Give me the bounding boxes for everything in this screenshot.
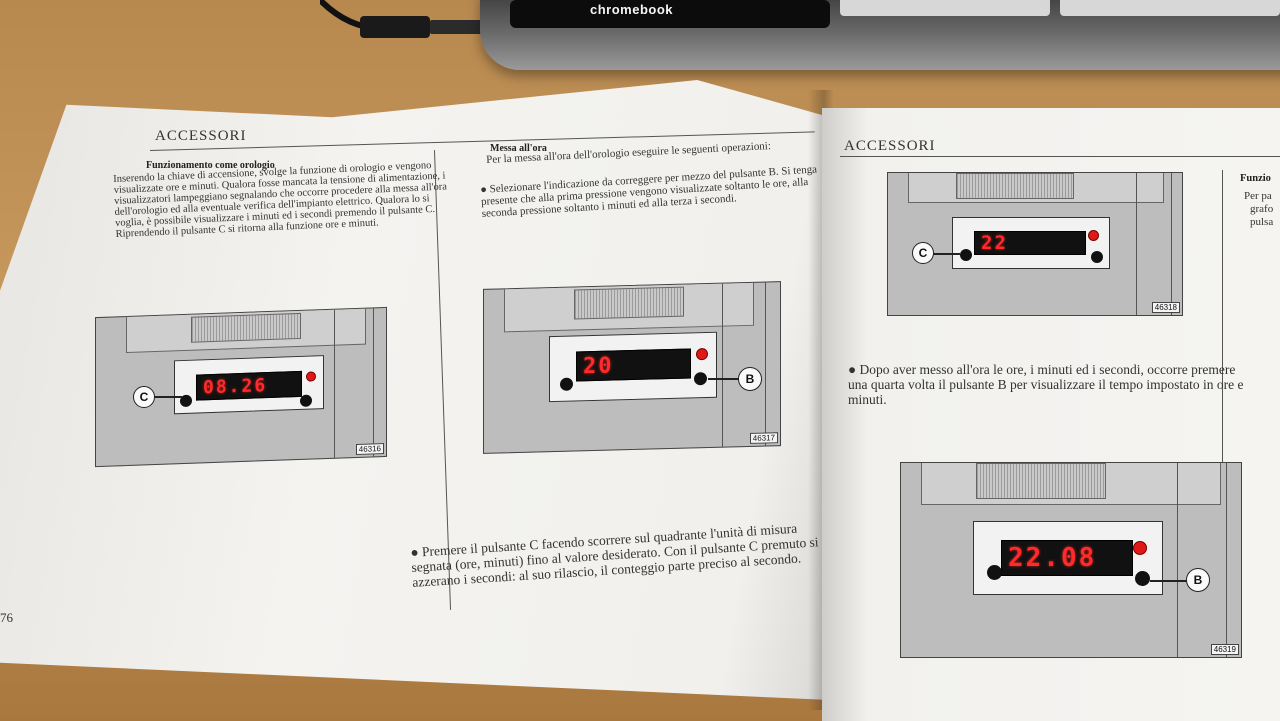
figure-clock-display-b: 20 46317 bbox=[483, 281, 781, 454]
laptop-brand-logo: chromebook bbox=[590, 2, 674, 17]
panel-lines bbox=[722, 282, 766, 449]
clock-lcd: 22.08 bbox=[1001, 540, 1133, 576]
panel-lines bbox=[1177, 463, 1227, 657]
time-setting-heading: Messa all'ora bbox=[490, 143, 547, 154]
page-number: 76 bbox=[0, 610, 13, 625]
button-c-knob bbox=[960, 249, 972, 261]
speaker-vent bbox=[976, 463, 1106, 499]
side-column-line: Per pa bbox=[1244, 190, 1272, 202]
figure-number: 46319 bbox=[1210, 644, 1239, 655]
callout-leader bbox=[708, 378, 740, 380]
panel-lines bbox=[334, 308, 374, 460]
callout-c: C bbox=[912, 242, 934, 264]
side-column-line: pulsa bbox=[1250, 216, 1274, 228]
clock-lcd: 08.26 bbox=[196, 370, 302, 401]
indicator-led bbox=[1088, 230, 1099, 241]
callout-leader bbox=[932, 253, 960, 255]
left-section-title: ACCESSORI bbox=[155, 128, 247, 144]
laptop-key bbox=[1060, 0, 1280, 16]
power-cable bbox=[320, 0, 490, 38]
speaker-vent bbox=[191, 312, 301, 343]
right-column-divider bbox=[1222, 170, 1223, 470]
indicator-led bbox=[1133, 541, 1147, 555]
figure-number: 46316 bbox=[355, 443, 384, 455]
button-b-knob bbox=[1135, 571, 1150, 586]
callout-b: B bbox=[738, 367, 762, 391]
right-section-title: ACCESSORI bbox=[844, 138, 936, 154]
callout-leader bbox=[152, 396, 182, 398]
right-header-rule bbox=[840, 156, 1280, 157]
laptop-key bbox=[840, 0, 1050, 16]
callout-b: B bbox=[1186, 568, 1210, 592]
speaker-vent bbox=[574, 286, 684, 320]
figure-number: 46317 bbox=[749, 432, 778, 444]
speaker-vent bbox=[956, 173, 1074, 199]
display-set-time-paragraph: ● Dopo aver messo all'ora le ore, i minu… bbox=[848, 362, 1244, 407]
callout-c: C bbox=[133, 386, 155, 408]
button-b-knob bbox=[1091, 251, 1103, 263]
laptop-edge: chromebook bbox=[480, 0, 1280, 70]
clock-lcd: 20 bbox=[576, 348, 691, 382]
side-column-line: grafo bbox=[1250, 203, 1274, 215]
button-c-knob bbox=[987, 565, 1002, 580]
clock-lcd: 22 bbox=[974, 231, 1086, 255]
laptop-screen-bezel bbox=[510, 0, 830, 28]
callout-leader bbox=[1150, 580, 1188, 582]
side-column-heading: Funzio bbox=[1240, 173, 1271, 184]
clock-function-heading: Funzionamento come orologio bbox=[146, 160, 275, 171]
figure-clock-display-b-final: 22.08 46319 bbox=[900, 462, 1242, 658]
panel-lines bbox=[1136, 173, 1172, 315]
figure-number: 46318 bbox=[1151, 302, 1180, 313]
figure-clock-display-c-minutes: 22 46318 bbox=[887, 172, 1183, 316]
